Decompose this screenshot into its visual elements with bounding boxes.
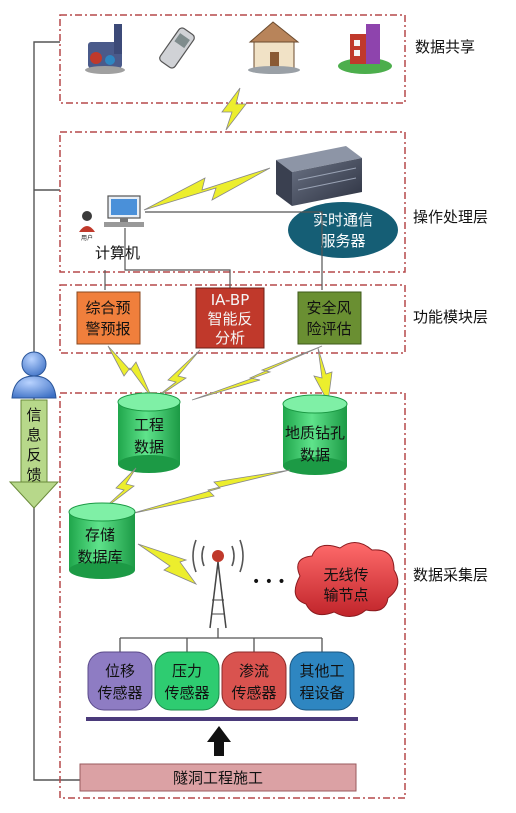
geology-data-line2: 数据 [300, 446, 330, 464]
server-label-line2: 服务器 [320, 232, 365, 250]
server-label-line1: 实时通信 [313, 211, 373, 229]
sensor-pressure-line1: 压力 [172, 662, 202, 680]
sensor-displacement-line1: 位移 [105, 662, 135, 680]
lightning-storage-antenna [137, 543, 198, 585]
frame-operation [59, 131, 406, 273]
layer-label-collection: 数据采集层 [413, 566, 488, 584]
module-warning-line2: 警预报 [85, 320, 130, 338]
link-computer-modules [124, 228, 231, 290]
link-computer-risk [145, 211, 323, 290]
sensor-other-line2: 程设备 [299, 684, 344, 702]
sensor-pressure-line2: 传感器 [164, 684, 209, 702]
lightning-risk-geo [313, 347, 333, 404]
building-icon [338, 24, 392, 74]
wireless-node-cloud: 无线传 输节点 [294, 542, 399, 617]
storage-db-line2: 数据库 [77, 548, 122, 566]
module-warning-line1: 综合预 [85, 299, 130, 317]
layer-label-data-sharing: 数据共享 [415, 38, 475, 56]
sensor-displacement: 位移 传感器 [87, 651, 153, 711]
engineering-data-line2: 数据 [134, 438, 164, 456]
sensor-pressure: 压力 传感器 [154, 651, 220, 711]
lightning-geo-storage [129, 469, 291, 515]
layer-label-function: 功能模块层 [413, 308, 488, 326]
computer-icon [104, 195, 144, 227]
feedback-char-2: 息 [26, 426, 41, 444]
house-icon [248, 21, 300, 74]
server-icon [276, 146, 362, 206]
module-warning: 综合预 警预报 [76, 291, 141, 345]
tunnel-construction-bar [79, 763, 357, 792]
module-iabp-line1: IA-BP [211, 291, 250, 309]
sensor-other: 其他工 程设备 [289, 651, 355, 711]
module-iabp: IA-BP 智能反 分析 [195, 287, 265, 349]
sensor-seepage: 渗流 传感器 [221, 651, 287, 711]
module-risk-line1: 安全风 [306, 299, 351, 317]
module-risk-line2: 险评估 [306, 320, 351, 338]
wireless-dots: • • • [252, 574, 286, 590]
sensor-displacement-line2: 传感器 [97, 684, 142, 702]
lightning-computer-server [143, 167, 271, 211]
engineering-data-line1: 工程 [134, 416, 164, 434]
module-iabp-line2: 智能反 [207, 310, 252, 328]
lightning-risk-db [191, 345, 323, 401]
engineering-data-db: 工程 数据 [117, 392, 181, 473]
up-arrow-icon [207, 726, 231, 756]
module-iabp-line3: 分析 [215, 329, 245, 347]
user-icon [79, 211, 95, 232]
frame-function [59, 284, 406, 354]
user-tag: 用户 [81, 234, 93, 242]
layer-label-operation: 操作处理层 [413, 208, 488, 226]
tunnel-construction-label: 隧洞工程施工 [173, 769, 263, 787]
storage-db: 存储 数据库 [68, 502, 136, 579]
antenna-tower-icon [192, 539, 244, 629]
feedback-char-4: 馈 [26, 466, 41, 484]
storage-db-line1: 存储 [85, 526, 115, 544]
feedback-char-3: 反 [26, 446, 41, 464]
sensor-seepage-line1: 渗流 [239, 662, 269, 680]
geology-data-line1: 地质钻孔 [285, 424, 345, 442]
geology-data-db: 地质钻孔 数据 [282, 394, 348, 475]
lightning-warning-db [107, 345, 153, 399]
sensor-other-line1: 其他工 [299, 662, 344, 680]
feedback-char-1: 信 [26, 406, 41, 424]
feedback-arrow [8, 399, 60, 509]
server-ellipse [288, 202, 398, 258]
wireless-node-line2: 输节点 [323, 586, 368, 604]
person-icon [11, 351, 57, 399]
mobile-phone-icon [159, 27, 195, 69]
factory-icon [85, 24, 125, 74]
sensor-base-bar [86, 717, 358, 721]
wireless-node-line1: 无线传 [323, 566, 368, 584]
module-risk: 安全风 险评估 [297, 291, 362, 345]
computer-label: 计算机 [95, 244, 140, 262]
lightning-link-sharing [221, 87, 247, 131]
sensor-seepage-line2: 传感器 [231, 684, 276, 702]
